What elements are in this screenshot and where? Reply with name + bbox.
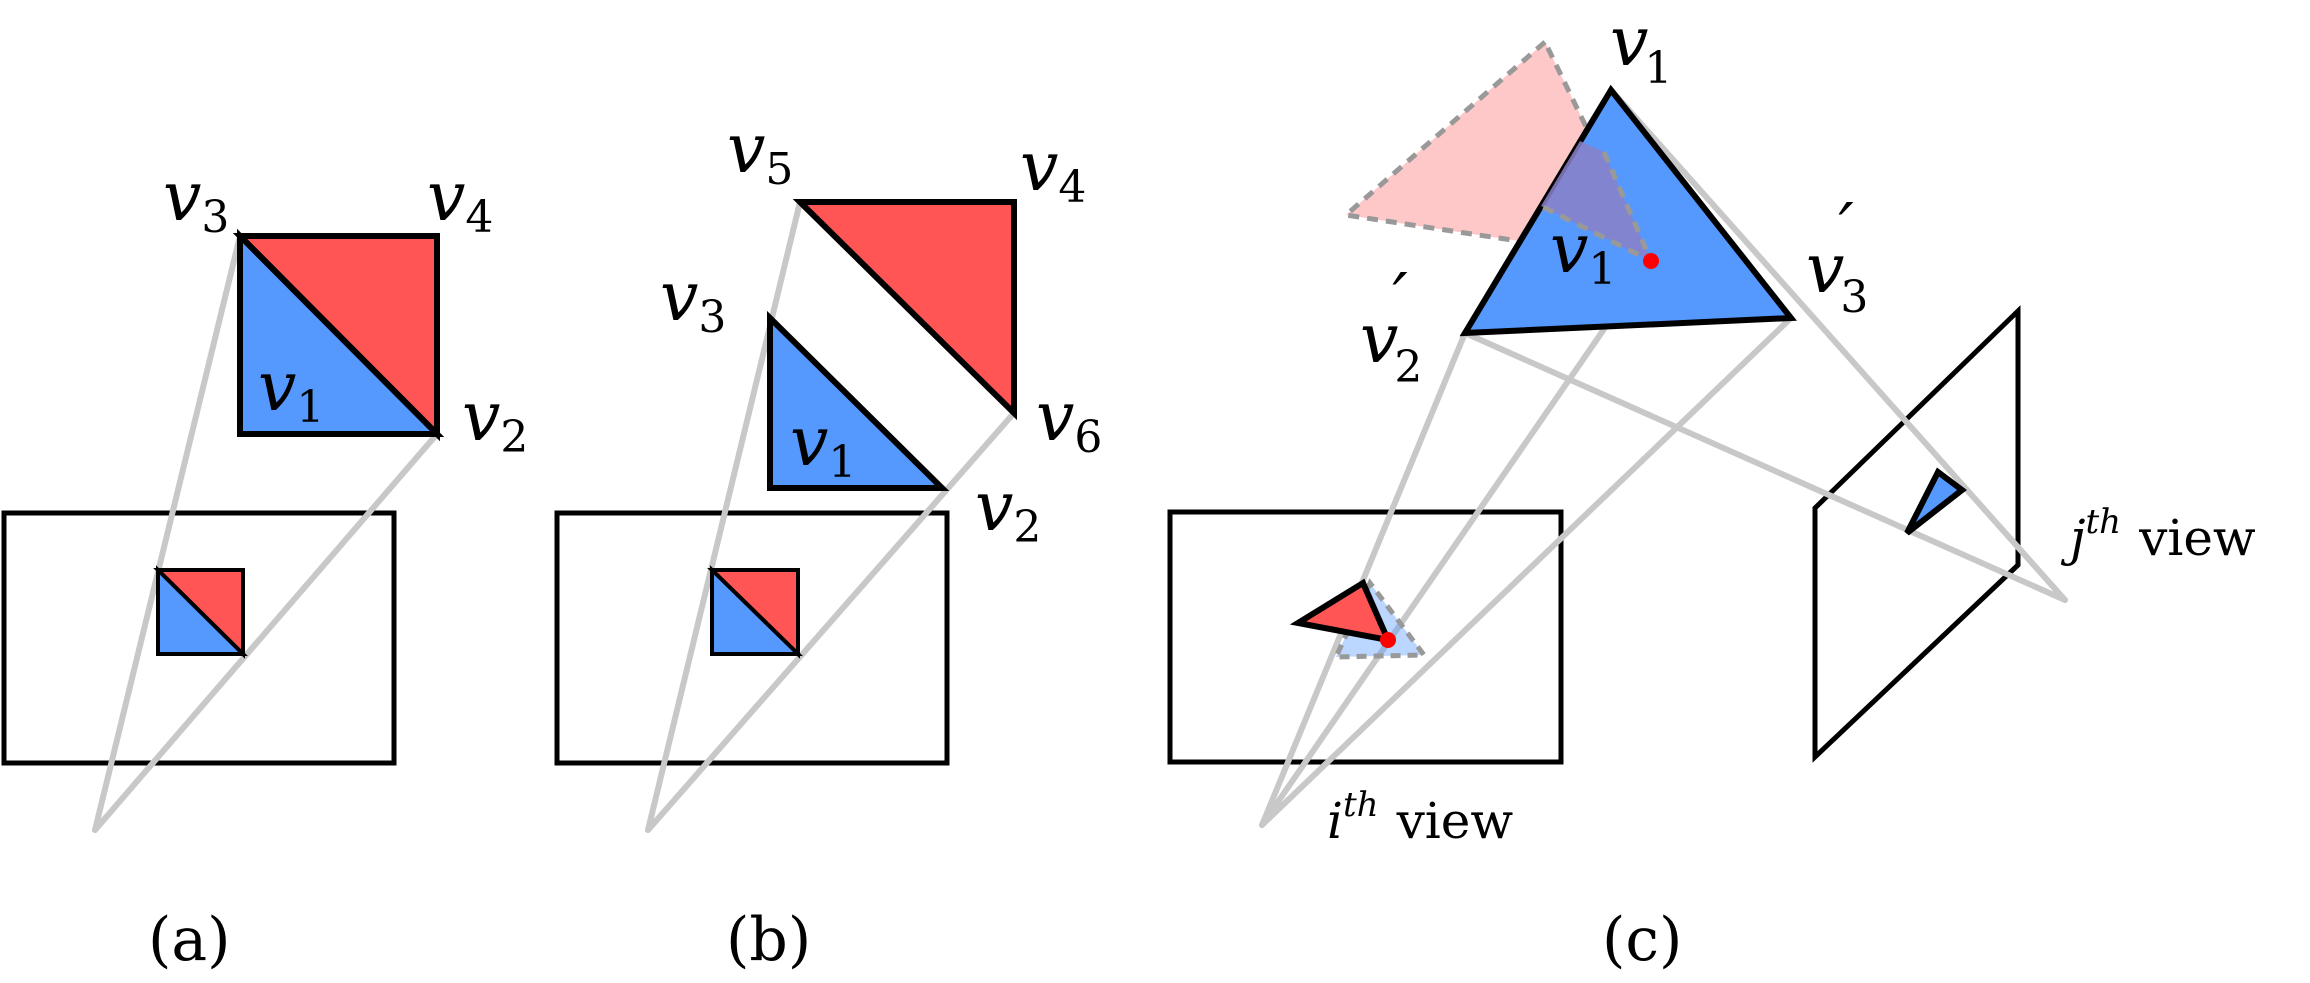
panel-c-ray-j-v2 <box>1462 330 2068 603</box>
panel-b-image-plane <box>554 510 950 766</box>
panel-b-ray-2 <box>645 410 1017 833</box>
panel-c-label-v3-prime: v3′ <box>1806 190 1868 323</box>
panel-a-image-plane <box>1 510 397 766</box>
panel-b-ray-1 <box>645 199 803 833</box>
panel-c-ray-i-v2 <box>1259 330 1468 828</box>
panel-c-point-v1 <box>1643 253 1659 269</box>
panel-a-label-v2: v2 <box>462 378 528 463</box>
panel-b-label-v2: v2 <box>975 468 1041 553</box>
panel-b-blue-triangle <box>767 310 950 491</box>
panel-c-label-v1: v1 <box>1550 210 1616 295</box>
panel-a-ray-2 <box>92 431 440 833</box>
panel-b: v5 v4 v3 v1 v6 v2 (b) <box>554 110 1102 975</box>
panel-a-ray-1 <box>92 233 243 833</box>
panel-c-caption: (c) <box>1602 905 1682 975</box>
panel-b-label-v6: v6 <box>1036 378 1102 463</box>
panel-a-projected-blue <box>156 565 248 656</box>
panel-a-label-v3: v3 <box>163 158 229 243</box>
panel-b-label-v1: v1 <box>790 403 856 488</box>
panel-c-label-v1-prime: v1′ <box>1610 0 1672 94</box>
panel-c-ray-i-v1 <box>1259 258 1654 828</box>
panel-a-label-v1: v1 <box>258 348 324 433</box>
panel-a-caption: (a) <box>148 905 231 975</box>
panel-a-label-v4: v4 <box>427 158 493 243</box>
panel-c-view-j-plane <box>1812 305 2021 763</box>
panel-a: v3 v4 v1 v2 (a) <box>1 158 528 975</box>
panel-b-label-v4: v4 <box>1020 128 1086 213</box>
panel-c-projected-red <box>1289 578 1394 645</box>
panel-c-overlap-region <box>1541 141 1651 261</box>
panel-b-caption: (b) <box>726 905 811 975</box>
panel-c-projected-point <box>1380 632 1396 648</box>
panel-c-label-v2-prime: v2′ <box>1360 260 1422 393</box>
panel-b-label-v3: v3 <box>660 258 726 343</box>
panel-c-ray-j-v1 <box>1608 87 2068 603</box>
panel-b-label-v5: v5 <box>727 110 793 195</box>
panel-c-projected-blue-j <box>1904 467 1967 536</box>
panel-b-projected-blue <box>710 565 803 656</box>
panel-c-view-i-plane <box>1167 509 1564 765</box>
panel-c-ray-i-v3 <box>1259 315 1794 828</box>
panel-b-red-triangle <box>792 199 1017 421</box>
panel-a-blue-triangle <box>237 228 445 437</box>
